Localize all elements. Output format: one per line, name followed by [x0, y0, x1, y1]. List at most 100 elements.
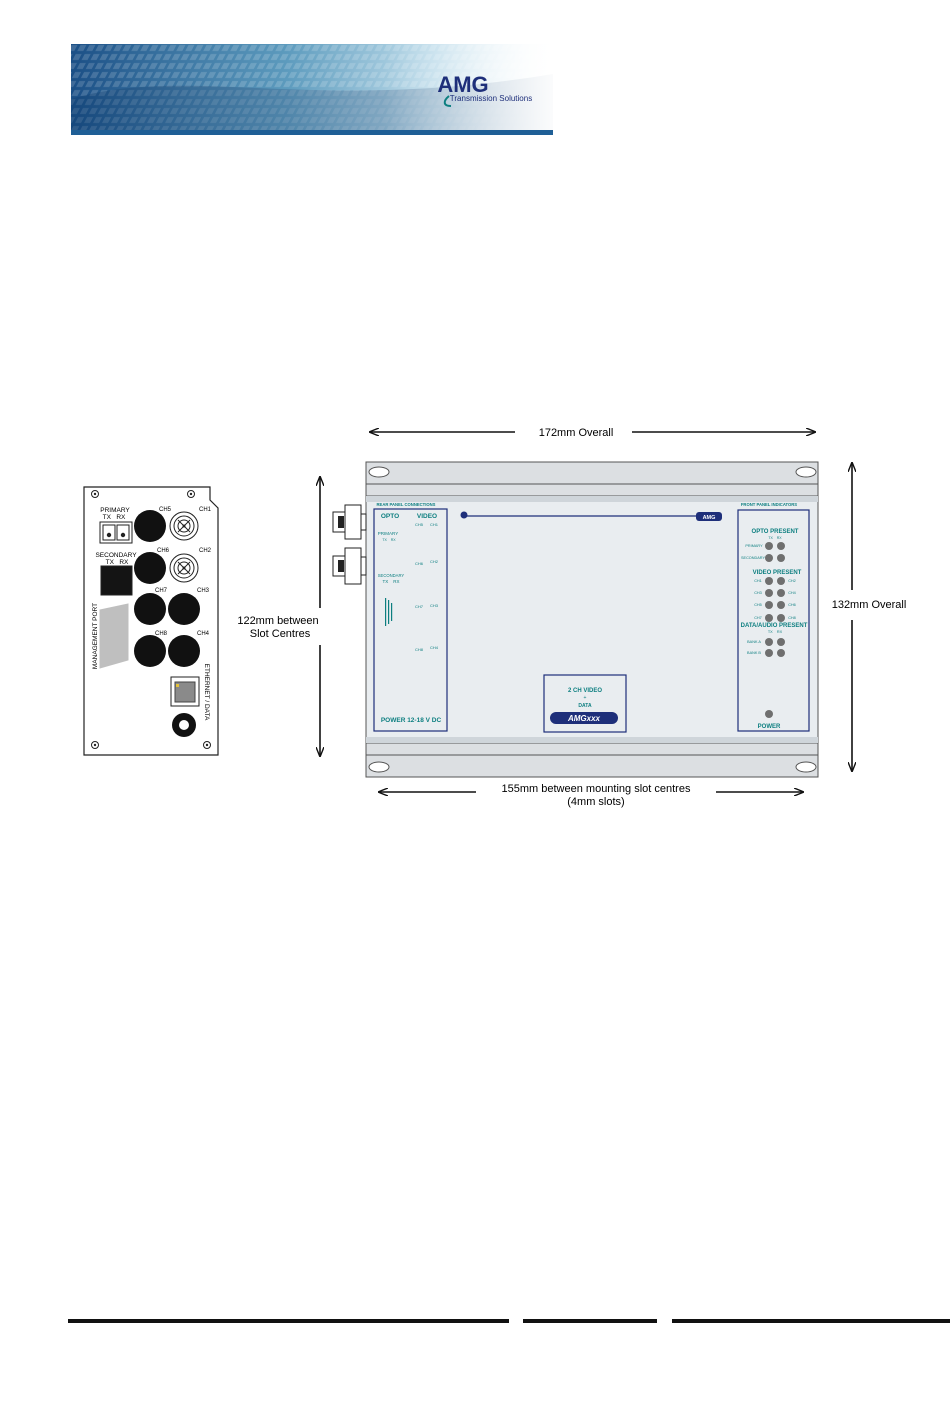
- model-name: AMGxxx: [567, 714, 601, 723]
- data-row-bank-b: BANK B: [747, 651, 761, 655]
- amg-badge-text: AMG: [703, 515, 716, 521]
- led-indicator: [765, 649, 773, 657]
- top-mounting-flange: [365, 461, 819, 497]
- primary-txrx-label: TX RX: [103, 514, 126, 521]
- vp-ch7: CH7: [754, 616, 762, 620]
- vp-ch3: CH3: [754, 591, 762, 595]
- power-indicator-label: POWER: [758, 724, 781, 730]
- ch8-label: CH8: [155, 631, 168, 637]
- logo-tagline: Transmission Solutions: [450, 94, 532, 103]
- rear-connections-heading: REAR PANEL CONNECTIONS: [377, 502, 436, 507]
- led-indicator: [765, 638, 773, 646]
- led-indicator: [777, 589, 785, 597]
- video-ch3-label: CH3: [430, 603, 439, 608]
- mounting-slots-line2: (4mm slots): [567, 796, 624, 808]
- channel-connector-ch3: [168, 593, 200, 625]
- front-indicators-panel: FRONT PANEL INDICATORS OPTO PRESENT TX R…: [737, 502, 810, 732]
- amg-logo: AMG Transmission Solutions: [437, 72, 532, 107]
- data-connector-marks: [385, 598, 393, 626]
- fibre-line: AMG: [460, 511, 722, 521]
- opto-secondary-label: SECONDARY: [378, 573, 405, 578]
- opto-present-txrx: TX RX: [768, 536, 782, 540]
- dimension-height: 132mm Overall: [832, 463, 906, 771]
- bottom-mounting-flange: [365, 742, 819, 778]
- led-indicator: [777, 601, 785, 609]
- led-indicator: [777, 614, 785, 622]
- led-indicator: [777, 638, 785, 646]
- mounting-slot: [368, 761, 390, 773]
- management-port-label: MANAGEMENT PORT: [92, 603, 99, 669]
- logo-text: AMG: [437, 72, 488, 97]
- mounting-slot: [795, 466, 817, 478]
- opto-present-heading: OPTO PRESENT: [752, 529, 799, 535]
- unit-body: [365, 495, 819, 744]
- front-unit: REAR PANEL CONNECTIONS OPTO VIDEO PRIMAR…: [332, 461, 819, 778]
- opto-secondary-txrx: TX RX: [382, 579, 399, 584]
- opto-primary-txrx: TX RX: [382, 538, 396, 542]
- led-indicator: [765, 577, 773, 585]
- opto-primary-label: PRIMARY: [378, 531, 398, 536]
- rear-panel: PRIMARY TX RX SECONDARY TX RX MANAGEMENT…: [83, 486, 219, 756]
- data-audio-txrx: TX RX: [768, 630, 783, 634]
- ch1-label: CH1: [199, 507, 212, 513]
- mounting-slot: [795, 761, 817, 773]
- side-bnc-connector: [332, 547, 367, 585]
- vp-ch2: CH2: [788, 579, 796, 583]
- amg-badge: [696, 512, 722, 521]
- led-indicator: [765, 589, 773, 597]
- led-indicator: [765, 601, 773, 609]
- primary-optical-connector: [99, 521, 133, 544]
- channel-connector-ch5: [134, 510, 166, 542]
- side-bnc-connector: [332, 504, 367, 540]
- power-input-label: POWER 12-18 V DC: [381, 717, 442, 724]
- management-port: [99, 603, 129, 669]
- rear-connections-panel: REAR PANEL CONNECTIONS OPTO VIDEO PRIMAR…: [373, 502, 448, 732]
- power-socket: [172, 713, 196, 737]
- data-audio-present-heading: DATA/AUDIO PRESENT: [741, 623, 808, 629]
- video-ch4-label: CH4: [430, 645, 439, 650]
- channel-connector-ch4: [168, 635, 200, 667]
- secondary-optical-connector: [100, 565, 133, 596]
- vp-ch8: CH8: [788, 616, 796, 620]
- channel-connector-ch7: [134, 593, 166, 625]
- vp-ch5: CH5: [754, 603, 762, 607]
- ch7-label: CH7: [155, 588, 168, 594]
- led-indicator: [777, 649, 785, 657]
- screw-icon: [187, 490, 195, 498]
- ch6-label: CH6: [157, 548, 170, 554]
- channel-connector-ch6: [134, 552, 166, 584]
- model-line2: +: [584, 695, 587, 701]
- vp-ch1: CH1: [754, 579, 762, 583]
- video-ch5-label: CH5: [415, 522, 424, 527]
- data-row-bank-a: BANK A: [747, 640, 761, 644]
- led-indicator: [777, 577, 785, 585]
- vp-ch4: CH4: [788, 591, 796, 595]
- led-indicator: [765, 554, 773, 562]
- ch3-label: CH3: [197, 588, 210, 594]
- opto-row-primary: PRIMARY: [745, 544, 763, 548]
- dimension-width: 172mm Overall: [370, 427, 815, 439]
- model-line3: DATA: [578, 703, 592, 709]
- model-label: 2 CH VIDEO + DATA AMGxxx: [543, 674, 627, 733]
- video-ch6-label: CH6: [415, 561, 424, 566]
- ethernet-data-label: ETHERNET / DATA: [203, 664, 210, 721]
- power-led: [765, 710, 773, 718]
- ch5-label: CH5: [159, 507, 172, 513]
- header-banner: AMG Transmission Solutions: [71, 44, 553, 135]
- bnc-connector-ch2: [169, 553, 199, 583]
- overall-width-label: 172mm Overall: [539, 427, 614, 439]
- video-ch7-label: CH7: [415, 604, 424, 609]
- opto-row-secondary: SECONDARY: [741, 556, 765, 560]
- video-ch1-label: CH1: [430, 522, 439, 527]
- video-heading: VIDEO: [417, 513, 437, 520]
- primary-label: PRIMARY: [100, 507, 130, 514]
- screw-icon: [91, 741, 99, 749]
- channel-connector-ch8: [134, 635, 166, 667]
- secondary-label: SECONDARY: [95, 552, 137, 559]
- video-present-heading: VIDEO PRESENT: [753, 570, 802, 576]
- video-ch8-label: CH8: [415, 647, 424, 652]
- screw-icon: [91, 490, 99, 498]
- indicators-heading: FRONT PANEL INDICATORS: [741, 502, 797, 507]
- video-ch2-label: CH2: [430, 559, 439, 564]
